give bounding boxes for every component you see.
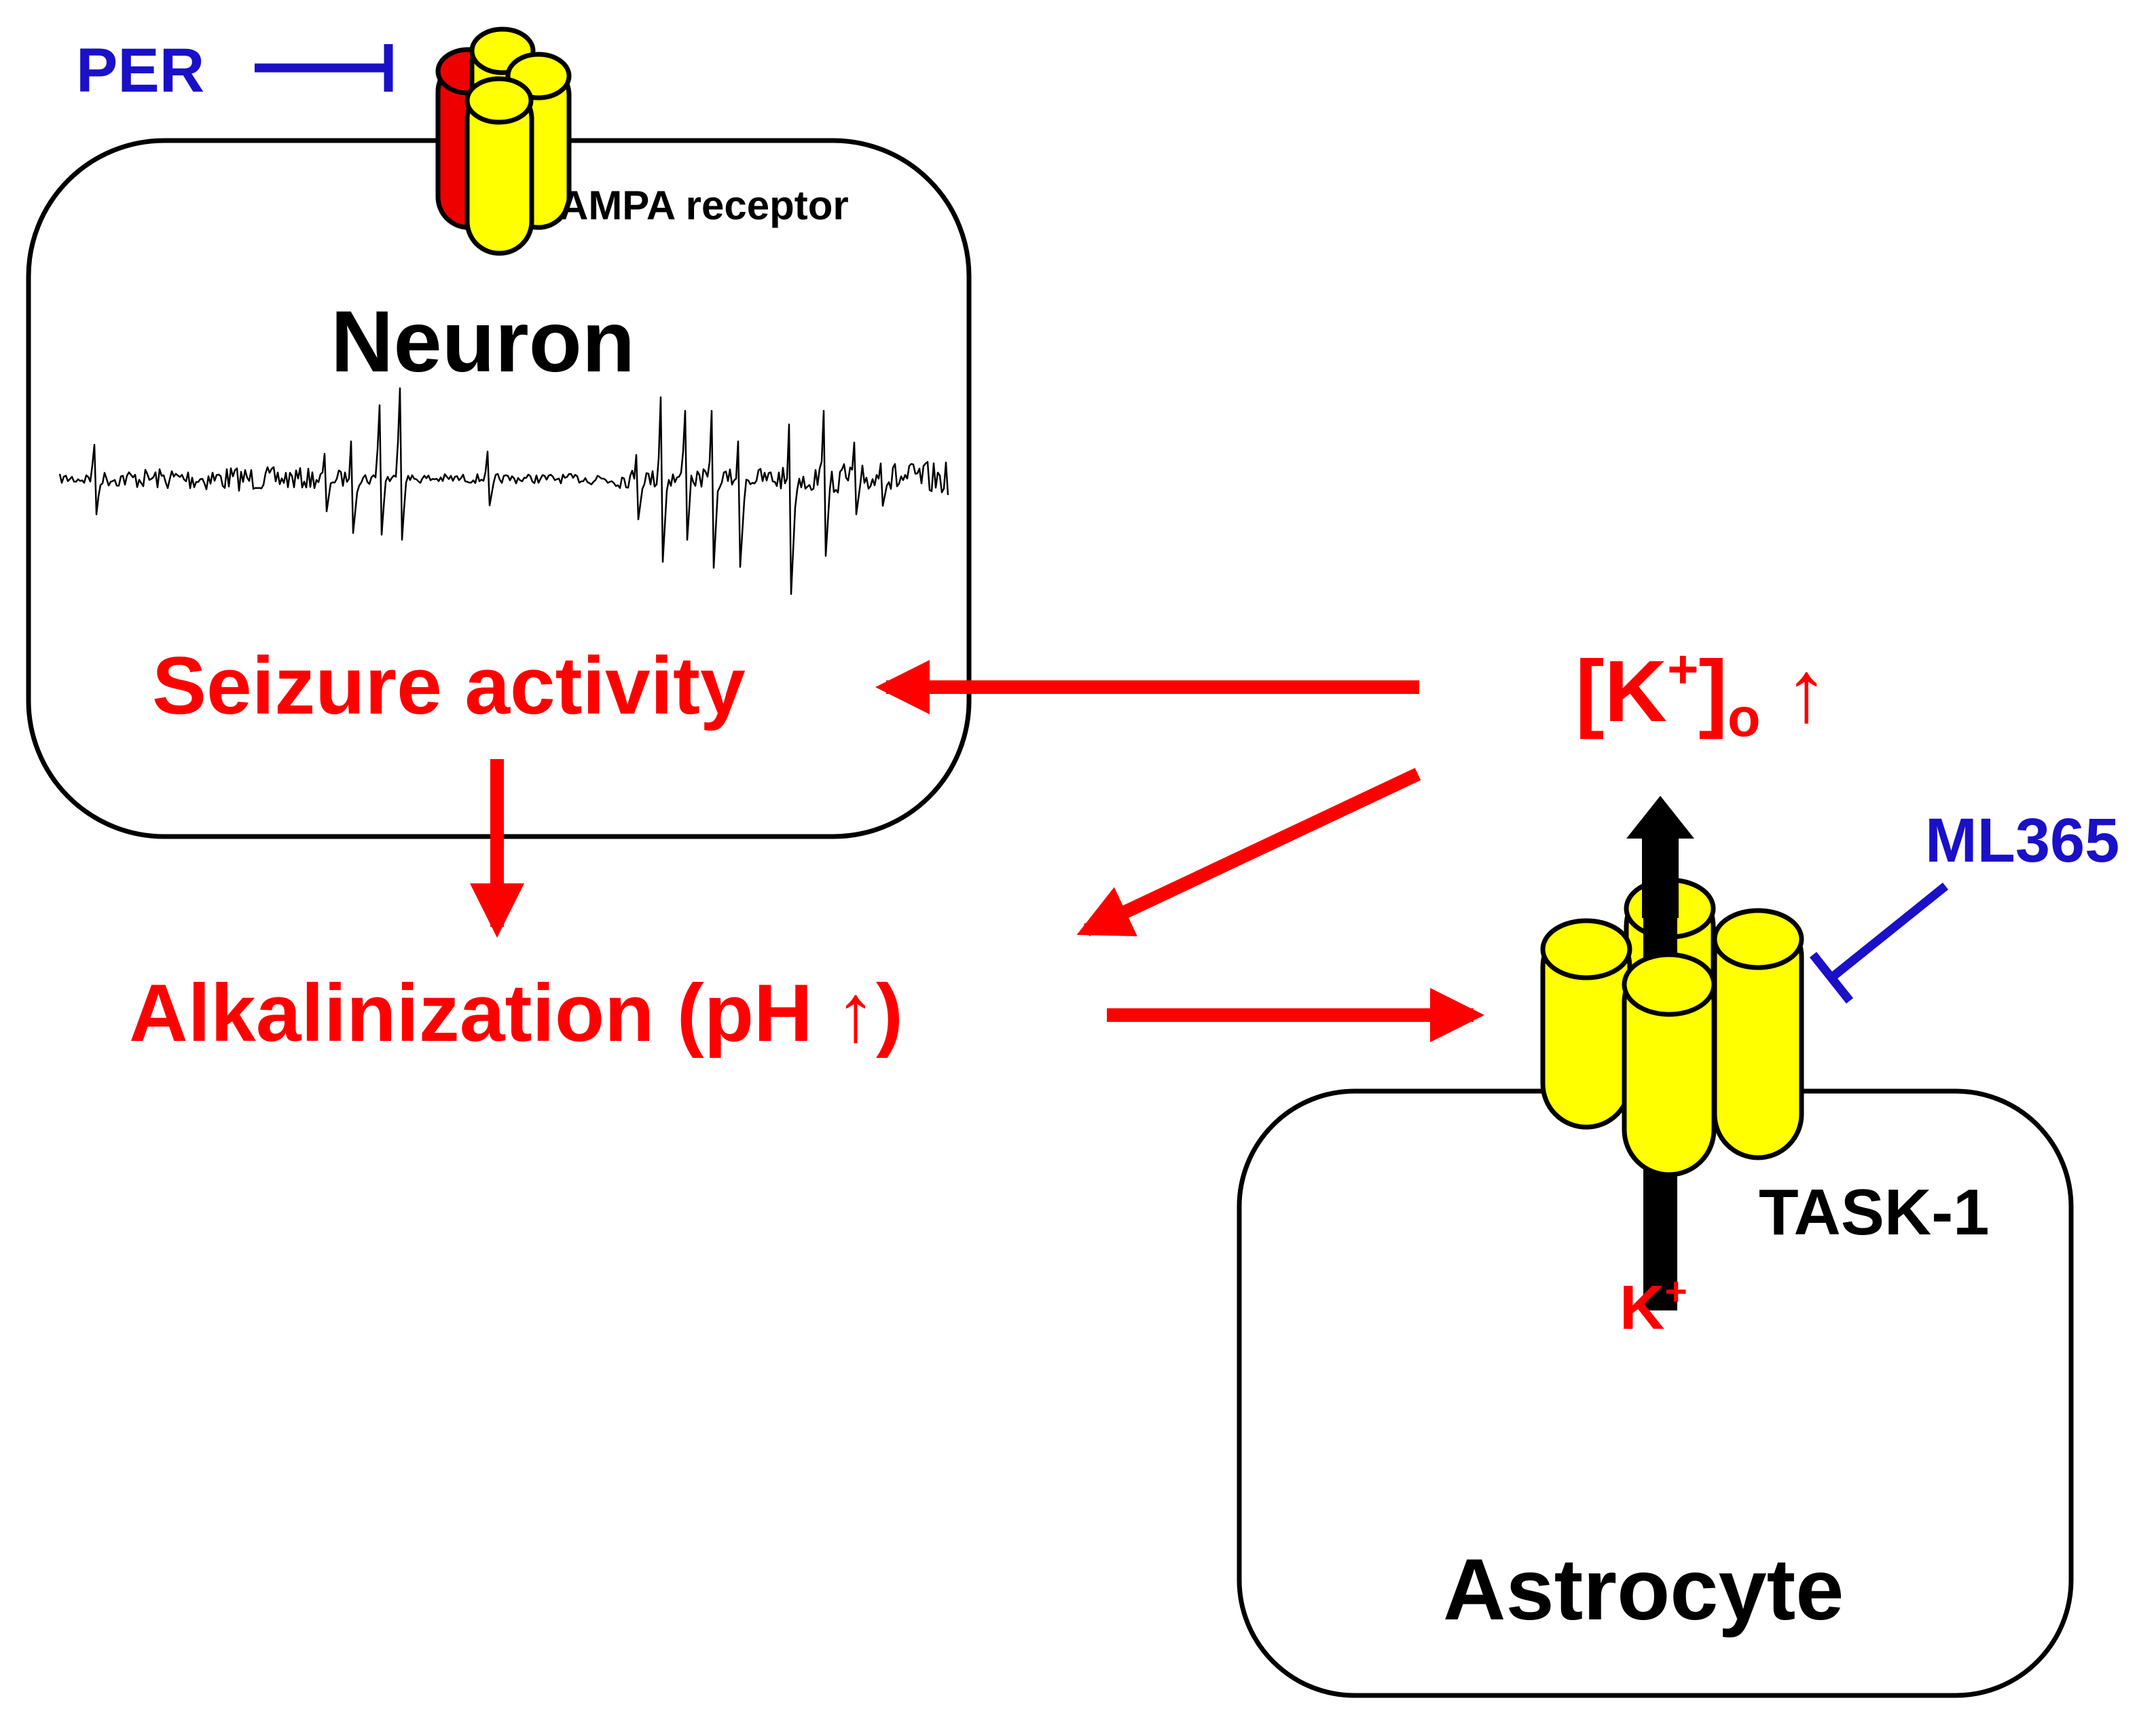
task1-label: TASK-1 [1759, 1176, 1990, 1249]
arrow-k-to-alkalinization [1076, 767, 1421, 937]
ampa-receptor-icon [435, 26, 572, 256]
seizure-activity-label: Seizure activity [152, 640, 746, 731]
task1-channel-icon [1540, 796, 1804, 1310]
potassium-ion-label: K+ [1620, 1270, 1687, 1342]
neuron-label: Neuron [331, 293, 635, 390]
ampa-receptor-label: AMPA receptor [559, 183, 849, 228]
astrocyte-label: Astrocyte [1443, 1541, 1844, 1638]
extracellular-potassium-label: [K+]o ↑ [1575, 638, 1829, 748]
eeg-trace [58, 387, 949, 595]
alkalinization-label: Alkalinization (pH ↑) [129, 968, 903, 1059]
per-inhibition-icon [255, 44, 393, 92]
per-label: PER [76, 36, 205, 105]
ml365-inhibition-icon [1809, 882, 1949, 1004]
ml365-label: ML365 [1925, 806, 2120, 875]
